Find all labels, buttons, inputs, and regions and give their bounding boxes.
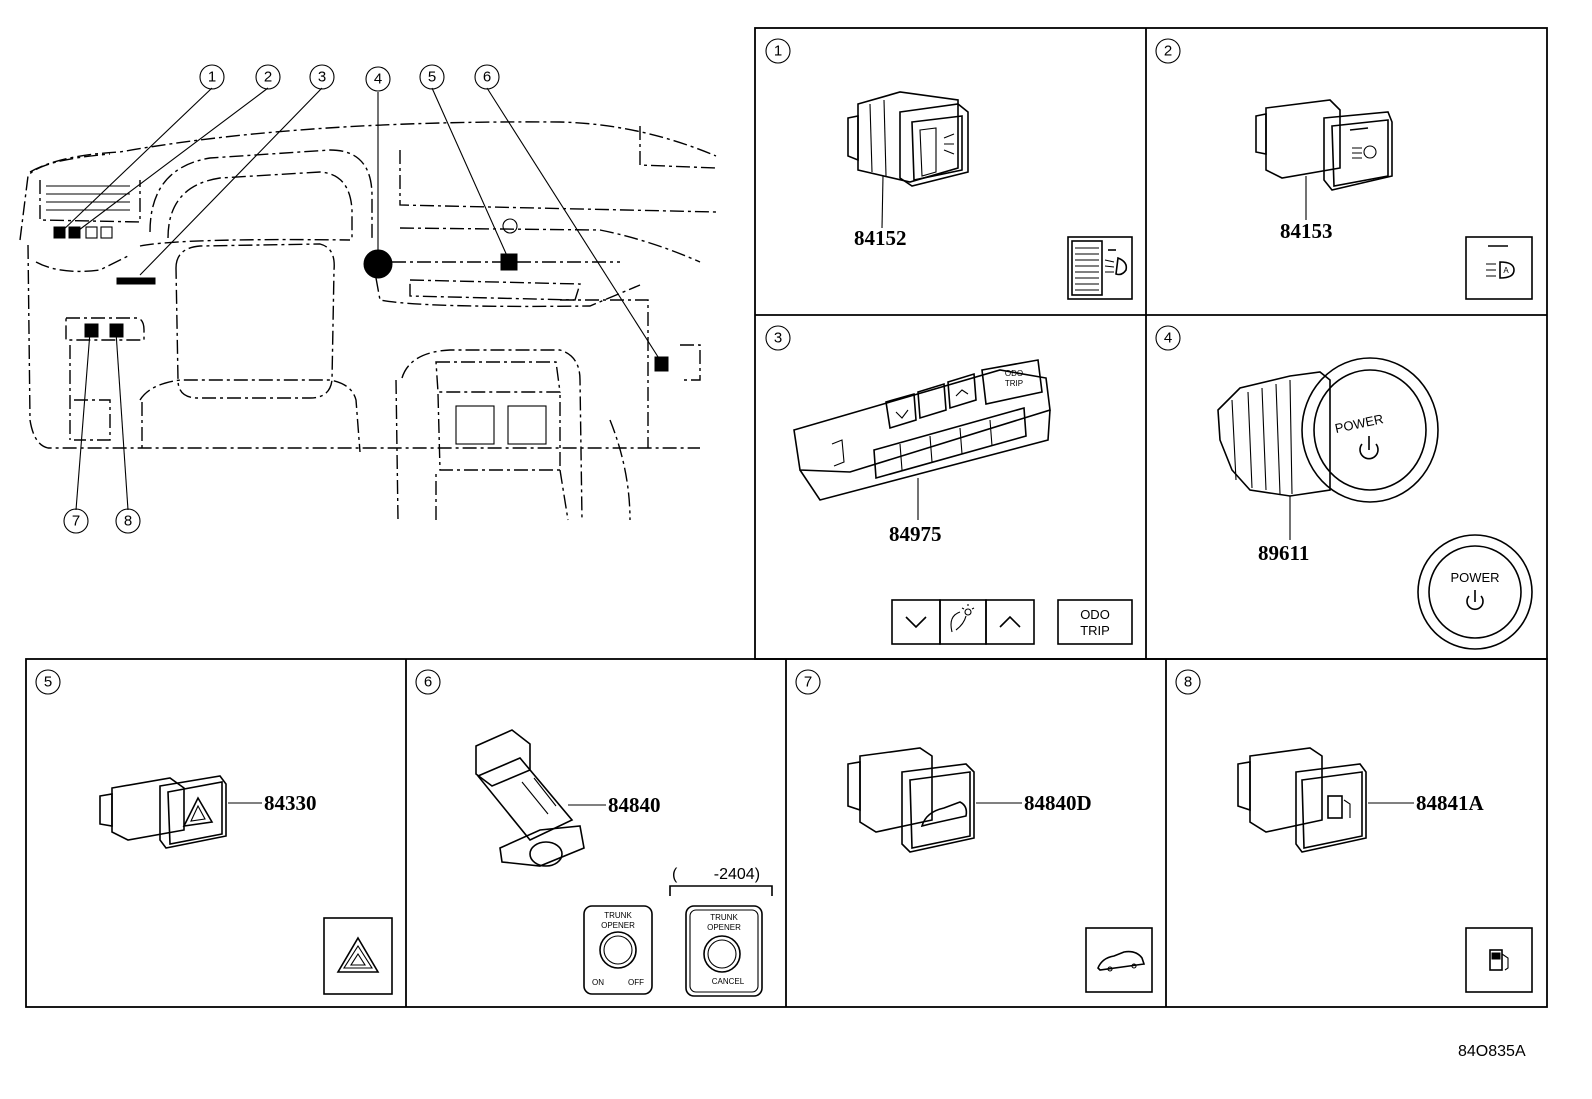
panel-5-index: 5 bbox=[44, 674, 52, 691]
trip-label: TRIP bbox=[1080, 623, 1110, 638]
panel-1-index: 1 bbox=[774, 43, 782, 60]
fuel-door-opener-icon bbox=[1465, 927, 1533, 993]
callout-3-label: 3 bbox=[318, 69, 326, 86]
switch-89611-drawing: POWER bbox=[1217, 357, 1439, 503]
callout-2-label: 2 bbox=[264, 69, 272, 86]
callout-4: 4 bbox=[365, 66, 391, 92]
power-button-label: POWER bbox=[1450, 570, 1499, 585]
switch-84841a-drawing bbox=[1237, 747, 1367, 853]
trunk-opener-cancel-switch-icon: TRUNK OPENER CANCEL bbox=[685, 905, 763, 997]
switch-84330-drawing bbox=[99, 775, 227, 849]
auto-high-beam-icon: A bbox=[1465, 236, 1533, 300]
panel-2: 2 84153 A bbox=[1155, 38, 1533, 300]
part-number-84840: 84840 bbox=[608, 793, 661, 817]
switch-84840-drawing bbox=[475, 729, 585, 867]
switch-84975-drawing: ODO TRIP bbox=[793, 359, 1051, 501]
hazard-warning-icon bbox=[323, 917, 393, 995]
knob-odo-text: ODO bbox=[1005, 369, 1023, 378]
odo-trip-button: ODO TRIP bbox=[1057, 599, 1133, 645]
cancel-label: CANCEL bbox=[712, 977, 745, 986]
part-number-84153: 84153 bbox=[1280, 219, 1333, 243]
trunk-opener-cancel-text-1: TRUNK bbox=[710, 913, 738, 922]
part-number-84330: 84330 bbox=[264, 791, 317, 815]
callout-6-label: 6 bbox=[483, 69, 491, 86]
trunk-opener-text-1: TRUNK bbox=[604, 911, 632, 920]
switch-84152-drawing bbox=[847, 91, 969, 187]
diagram-code: 84O835A bbox=[1458, 1043, 1526, 1060]
panel-6: 6 84840 ( -2404) TRUNK OPENER ON OFF TRU… bbox=[415, 669, 773, 997]
callout-7-label: 7 bbox=[72, 513, 80, 530]
callout-1-label: 1 bbox=[208, 69, 216, 86]
panel-brightness-icon bbox=[939, 599, 987, 645]
trunk-opener-text-2: OPENER bbox=[601, 921, 635, 930]
callout-3: 3 bbox=[309, 64, 335, 90]
on-label: ON bbox=[592, 978, 604, 987]
panel-7: 7 84840D bbox=[795, 669, 1153, 993]
callout-4-label: 4 bbox=[374, 71, 382, 88]
callout-5: 5 bbox=[419, 64, 445, 90]
trunk-release-icon bbox=[1085, 927, 1153, 993]
svg-text:A: A bbox=[1503, 266, 1509, 275]
panel-3: 3 ODO TRIP 84975 bbox=[765, 325, 1133, 645]
panel-4: 4 POWER 89611 POWER bbox=[1155, 325, 1533, 650]
part-number-84975: 84975 bbox=[889, 522, 942, 546]
date-range-label: ( -2404) bbox=[672, 866, 760, 883]
part-number-84841a: 84841A bbox=[1416, 791, 1485, 815]
trunk-opener-switch-icon: TRUNK OPENER ON OFF bbox=[583, 905, 653, 995]
panel-8: 8 84841A bbox=[1175, 669, 1533, 993]
knob-trip-text: TRIP bbox=[1005, 379, 1023, 388]
callout-1: 1 bbox=[199, 64, 225, 90]
power-button-icon: POWER bbox=[1417, 534, 1533, 650]
switch-84153-drawing bbox=[1255, 99, 1393, 191]
part-number-84840d: 84840D bbox=[1024, 791, 1092, 815]
panel-grid bbox=[25, 27, 1548, 1008]
panel-2-index: 2 bbox=[1164, 43, 1172, 60]
panel-6-index: 6 bbox=[424, 674, 432, 691]
panel-3-index: 3 bbox=[774, 330, 782, 347]
dashboard-overview: 1 2 3 4 5 6 7 8 bbox=[19, 64, 717, 534]
panel-8-index: 8 bbox=[1184, 674, 1192, 691]
callout-5-label: 5 bbox=[428, 69, 436, 86]
trunk-opener-cancel-text-2: OPENER bbox=[707, 923, 741, 932]
odo-label: ODO bbox=[1080, 607, 1110, 622]
meter-control-buttons: ODO TRIP bbox=[891, 599, 1133, 645]
panel-5: 5 84330 bbox=[35, 669, 393, 995]
power-knob-label: POWER bbox=[1333, 411, 1384, 436]
callout-6: 6 bbox=[474, 64, 500, 90]
down-arrow-icon bbox=[891, 599, 941, 645]
callout-8-label: 8 bbox=[124, 513, 132, 530]
up-arrow-icon bbox=[985, 599, 1035, 645]
callout-2: 2 bbox=[255, 64, 281, 90]
headlight-leveling-icon bbox=[1067, 236, 1133, 300]
callout-7: 7 bbox=[63, 508, 89, 534]
off-label: OFF bbox=[628, 978, 644, 987]
part-number-84152: 84152 bbox=[854, 226, 907, 250]
part-number-89611: 89611 bbox=[1258, 541, 1309, 565]
switch-84840d-drawing bbox=[847, 747, 975, 853]
panel-1: 1 84152 bbox=[765, 38, 1133, 300]
panel-7-index: 7 bbox=[804, 674, 812, 691]
callout-8: 8 bbox=[115, 508, 141, 534]
panel-4-index: 4 bbox=[1164, 330, 1172, 347]
